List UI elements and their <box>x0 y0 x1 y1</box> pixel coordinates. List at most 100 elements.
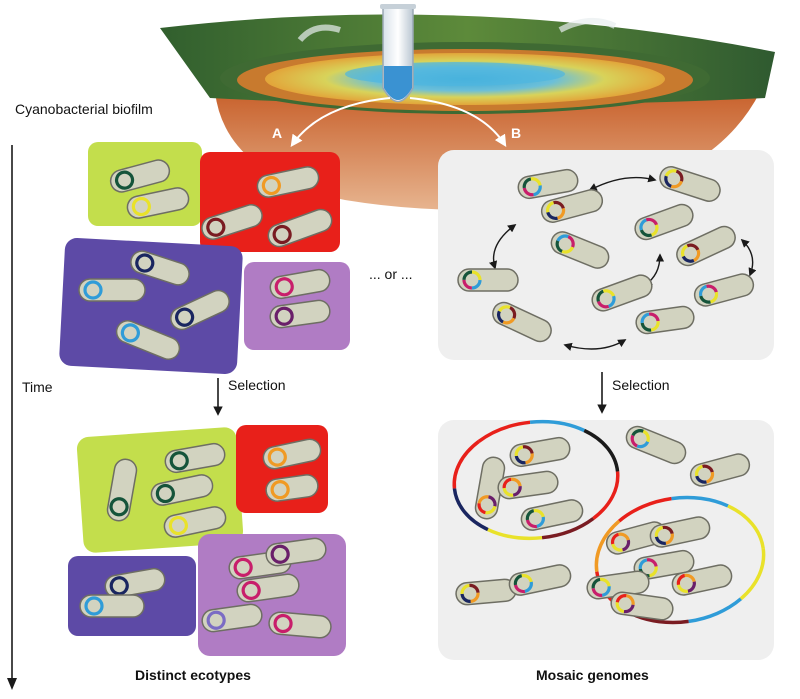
plasmid-ring-icon <box>155 483 175 504</box>
plasmid-ring-icon <box>270 544 290 564</box>
plasmid-ring-icon <box>555 234 575 254</box>
bacterium-cell-icon <box>170 289 230 331</box>
bacterium-cell-icon <box>550 231 610 269</box>
bacterium-cell-icon <box>269 268 331 300</box>
bacterium-cell-icon <box>520 499 584 531</box>
plasmid-ring-icon <box>135 253 155 273</box>
bacterium-cell-icon <box>150 474 214 506</box>
plasmid-ring-icon <box>630 429 650 449</box>
selection-label-right: Selection <box>612 377 670 393</box>
plasmid-ring-icon <box>267 447 287 467</box>
bacterium-cell-icon <box>104 567 166 599</box>
mosaic-genome-panel <box>438 420 774 660</box>
plasmid-ring-icon <box>610 532 631 552</box>
gene-exchange-arrow-icon <box>740 238 757 277</box>
plasmid-ring-icon <box>694 464 715 484</box>
plasmid-ring-icon <box>174 307 195 327</box>
distinct-ecotypes-caption: Distinct ecotypes <box>135 667 251 683</box>
plasmid-ring-icon <box>676 573 696 593</box>
bacterium-cell-icon <box>635 305 695 335</box>
plasmid-ring-icon <box>654 525 674 545</box>
bacterium-cell-icon <box>676 225 736 267</box>
bacterium-cell-icon <box>79 594 145 618</box>
bacterium-cell-icon <box>269 299 331 329</box>
plasmid-ring-icon <box>460 583 480 603</box>
plasmid-ring-icon <box>120 323 140 343</box>
selection-label-left: Selection <box>228 377 286 393</box>
plasmid-ring-icon <box>274 277 294 297</box>
bacterium-cell-icon <box>268 611 332 639</box>
bacterium-cell-icon <box>492 301 552 343</box>
plasmid-ring-icon <box>84 596 104 616</box>
bacterium-cell-icon <box>163 506 227 538</box>
gene-exchange-arrow-icon <box>588 174 657 191</box>
plasmid-ring-icon <box>206 610 226 630</box>
bacterium-cell-icon <box>106 458 138 522</box>
bacterium-cell-icon <box>540 189 604 223</box>
gene-exchange-arrow-icon <box>489 223 517 270</box>
gene-exchange-arrow-icon <box>563 339 627 351</box>
bacterium-cell-icon <box>164 442 226 474</box>
plasmid-ring-icon <box>638 558 658 578</box>
plasmid-ring-icon <box>462 270 482 290</box>
plasmid-ring-icon <box>131 196 151 217</box>
bacterium-cell-icon <box>265 537 327 567</box>
plasmid-ring-icon <box>168 515 188 536</box>
mosaic-cluster-ring <box>452 419 620 541</box>
bacterium-cell-icon <box>109 159 171 193</box>
plasmid-ring-icon <box>272 224 292 245</box>
plasmid-ring-icon <box>596 289 616 309</box>
plasmid-ring-icon <box>496 305 517 325</box>
plasmid-ring-icon <box>261 175 281 196</box>
plasmid-ring-icon <box>639 217 659 238</box>
plasmid-ring-icon <box>502 477 522 497</box>
plasmid-ring-icon <box>273 613 293 634</box>
purple-ecotype-panel <box>59 238 243 374</box>
or-label: ... or ... <box>369 266 413 282</box>
plasmid-ring-icon <box>525 508 545 529</box>
bacterium-cell-icon <box>591 274 653 312</box>
mosaic-genomes-caption: Mosaic genomes <box>536 667 649 683</box>
bacterium-cell-icon <box>130 250 190 286</box>
bacterium-cell-icon <box>262 438 322 470</box>
plasmid-ring-icon <box>513 573 533 594</box>
bacterium-cell-icon <box>649 516 711 548</box>
plasmid-ring-icon <box>206 217 226 237</box>
plasmid-ring-icon <box>615 594 635 614</box>
plasmid-ring-icon <box>109 497 129 517</box>
plasmid-ring-icon <box>698 284 719 304</box>
bacterium-cell-icon <box>126 187 190 219</box>
plasmid-ring-icon <box>640 312 660 332</box>
bacterium-cell-icon <box>633 549 695 581</box>
bacterium-cell-icon <box>115 320 181 360</box>
plasmid-ring-icon <box>169 451 189 471</box>
bacterium-cell-icon <box>256 166 320 198</box>
bacterium-cell-icon <box>455 578 517 606</box>
plasmid-ring-icon <box>664 169 684 189</box>
bacterium-cell-icon <box>508 564 572 596</box>
bacteria-layer <box>78 159 755 639</box>
bacterium-cell-icon <box>586 570 650 600</box>
bacterium-cell-icon <box>474 456 506 520</box>
bacterium-cell-icon <box>634 203 694 241</box>
bacterium-cell-icon <box>693 273 755 307</box>
bacterium-cell-icon <box>659 166 721 202</box>
mosaic-clusters <box>452 419 766 625</box>
biofilm-label: Cyanobacterial biofilm <box>15 101 153 117</box>
bacterium-cell-icon <box>236 573 300 603</box>
path-b-arrow <box>409 97 507 148</box>
path-a-arrow <box>290 97 391 147</box>
bacterium-cell-icon <box>689 453 751 487</box>
bacterium-cell-icon <box>610 591 674 621</box>
gene-exchange-arrows <box>489 174 757 351</box>
path-a-label: A <box>272 125 282 141</box>
time-arrow-icon <box>7 145 17 690</box>
bacterium-cell-icon <box>671 564 733 596</box>
bacterium-cell-icon <box>267 208 333 248</box>
plasmid-ring-icon <box>270 480 290 500</box>
bacterium-cell-icon <box>625 425 687 465</box>
bacterium-cell-icon <box>201 603 263 633</box>
plasmid-ring-icon <box>109 576 129 596</box>
